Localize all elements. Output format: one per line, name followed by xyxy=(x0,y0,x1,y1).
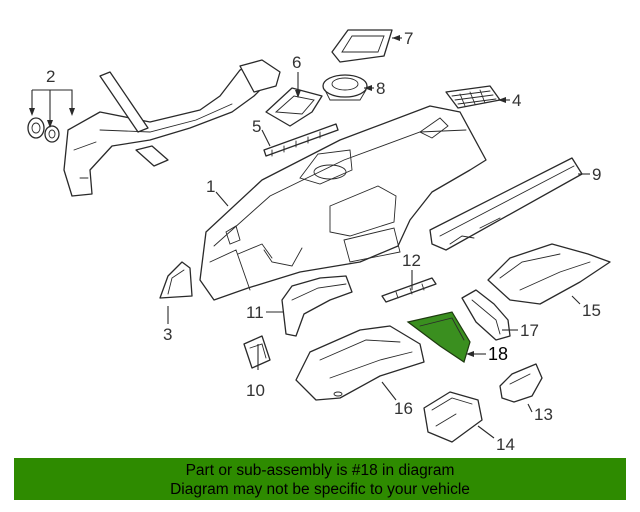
callout-16: 16 xyxy=(394,399,413,418)
part-1-instrument-panel[interactable] xyxy=(199,105,487,301)
exploded-parts-diagram: 1 2 3 4 5 6 7 8 9 10 11 12 13 14 15 16 1… xyxy=(27,29,611,454)
callout-11: 11 xyxy=(246,303,264,322)
callout-labels: 1 2 3 4 5 6 7 8 9 10 11 12 13 14 15 16 1… xyxy=(46,29,601,454)
callout-4: 4 xyxy=(512,91,521,110)
part-11-cluster-hood[interactable] xyxy=(281,275,353,337)
part-15-right-lower-trim[interactable] xyxy=(487,243,611,305)
part-12-bracket[interactable] xyxy=(381,277,437,303)
callout-8: 8 xyxy=(376,79,385,98)
part-8-vent-housing[interactable] xyxy=(322,74,368,101)
part-10-small-bracket[interactable] xyxy=(243,335,271,369)
part-14-glove-box[interactable] xyxy=(423,391,483,443)
part-4-vent-grille[interactable] xyxy=(445,85,501,109)
callout-5: 5 xyxy=(252,117,261,136)
part-2-cross-beam[interactable] xyxy=(27,59,281,197)
callout-14: 14 xyxy=(496,435,515,454)
callout-17: 17 xyxy=(520,321,539,340)
callout-9: 9 xyxy=(592,165,601,184)
part-17-side-bracket[interactable] xyxy=(461,289,511,341)
banner-line-part: Part or sub-assembly is #18 in diagram xyxy=(185,462,455,479)
part-6-switch-panel[interactable] xyxy=(265,87,323,127)
callout-15: 15 xyxy=(582,301,601,320)
callout-6: 6 xyxy=(292,53,301,72)
part-16-knee-panel[interactable] xyxy=(295,325,425,401)
part-3-end-cap[interactable] xyxy=(159,261,193,299)
callout-13: 13 xyxy=(534,405,553,424)
part-7-trim-bezel[interactable] xyxy=(331,29,393,63)
callout-7: 7 xyxy=(404,29,413,48)
callout-10: 10 xyxy=(246,381,265,400)
banner-line-disclaimer: Diagram may not be specific to your vehi… xyxy=(170,481,470,498)
part-18-highlighted-part[interactable] xyxy=(406,311,471,363)
callout-12: 12 xyxy=(402,251,421,270)
part-5-trim-strip[interactable] xyxy=(263,123,339,157)
part-9-side-trim[interactable] xyxy=(429,157,583,251)
callout-2: 2 xyxy=(46,67,55,86)
info-banner: Part or sub-assembly is #18 in diagram D… xyxy=(14,458,626,500)
part-13-cover[interactable] xyxy=(499,363,543,403)
callout-1: 1 xyxy=(206,177,215,196)
callout-18: 18 xyxy=(488,344,508,364)
leader-arrowheads xyxy=(29,35,506,357)
callout-3: 3 xyxy=(163,325,172,344)
